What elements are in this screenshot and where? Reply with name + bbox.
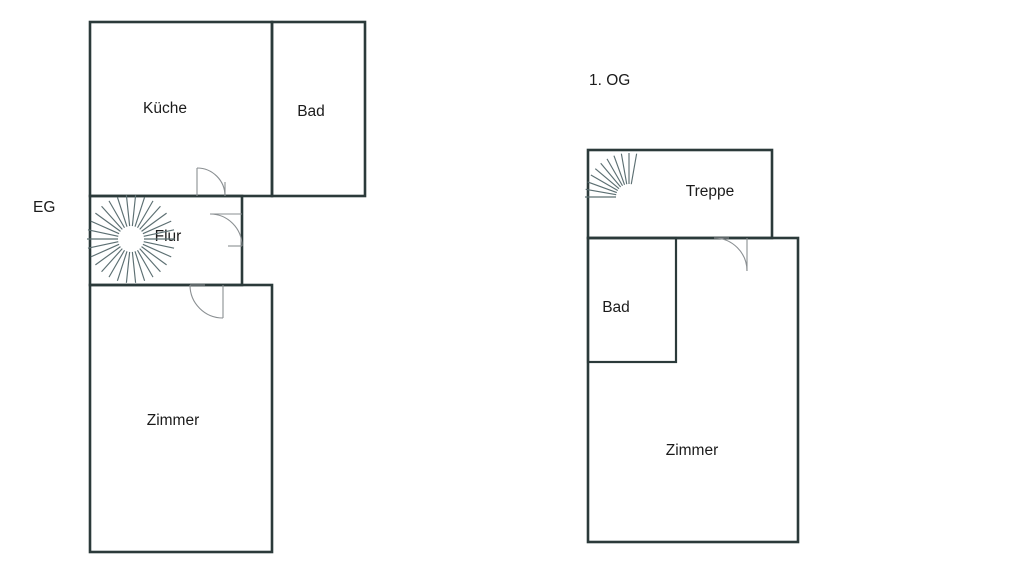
stair-tread-line [134, 251, 146, 282]
stair-tread-line [125, 251, 131, 283]
room-zimmer-og-walls [586, 236, 800, 544]
stair-tread-line [101, 205, 123, 230]
room-label-bad-og: Bad [602, 299, 630, 316]
stair-tread-line [585, 188, 617, 196]
room-kueche: Küche [88, 20, 274, 198]
stair-tread-line [141, 212, 167, 232]
stair-tread-line [87, 229, 119, 237]
stair-tread-line [142, 243, 172, 258]
stair-tread-line [139, 205, 161, 230]
stair-tread-line [587, 181, 617, 194]
stair-tread-line [606, 158, 623, 187]
stair-tread-line [116, 251, 128, 282]
stair-tread-line [594, 168, 620, 190]
stair-tread-line [90, 220, 120, 235]
room-treppe-walls [586, 148, 774, 240]
floor-group-og: 1. OG Treppe Zimmer Bad [585, 72, 800, 544]
stair-tread-line [143, 241, 175, 249]
room-label-kueche: Küche [143, 100, 187, 117]
room-treppe: Treppe [586, 148, 774, 240]
stair-tread-line [116, 196, 128, 227]
stair-tread-line [87, 241, 119, 249]
stair-tread-line [101, 248, 123, 273]
stair-tread-line [95, 246, 121, 266]
door-flur-east [209, 213, 243, 247]
stair-tread-line [108, 249, 125, 278]
room-bad-og: Bad [586, 236, 678, 364]
spiral-staircase-eg [87, 195, 175, 283]
room-zimmer-og: Zimmer [586, 236, 800, 544]
room-label-zimmer-og: Zimmer [666, 442, 719, 459]
door-flur-zimmer [189, 284, 224, 319]
room-zimmer-eg-walls [88, 283, 274, 554]
stair-tread-line [141, 246, 167, 266]
stair-tread-line [139, 248, 161, 273]
stair-tread-line [620, 153, 628, 185]
room-label-treppe: Treppe [686, 183, 735, 200]
room-label-bad-eg: Bad [297, 103, 325, 120]
room-bad-eg-walls [270, 20, 367, 198]
stair-tread-line [108, 200, 125, 229]
stair-tread-line [131, 195, 137, 227]
floor-group-eg: EG Küche Bad Flur Zimmer [33, 20, 367, 554]
stair-tread-line [600, 162, 622, 188]
floor-label-eg: EG [33, 199, 55, 216]
room-zimmer-eg: Zimmer [88, 283, 274, 554]
stair-tread-line [125, 195, 131, 227]
room-bad-eg: Bad [270, 20, 367, 198]
stair-tread-line [613, 155, 626, 185]
spiral-staircase-og [585, 153, 638, 198]
stair-tread-line [630, 153, 638, 185]
room-bad-og-walls [586, 236, 678, 364]
stair-tread-line [90, 243, 120, 258]
floor-label-og: 1. OG [589, 72, 630, 89]
door-treppe-zimmer [713, 237, 748, 272]
stair-tread-line [134, 196, 146, 227]
stair-tread-line [131, 251, 137, 283]
stair-tread-line [142, 220, 172, 235]
stair-tread-line [590, 174, 619, 191]
stair-tread-line [137, 200, 154, 229]
room-label-zimmer-eg: Zimmer [147, 412, 200, 429]
door-kueche-flur [196, 167, 226, 197]
stair-tread-line [95, 212, 121, 232]
stair-tread-line [137, 249, 154, 278]
stair-tread-line [143, 229, 175, 237]
